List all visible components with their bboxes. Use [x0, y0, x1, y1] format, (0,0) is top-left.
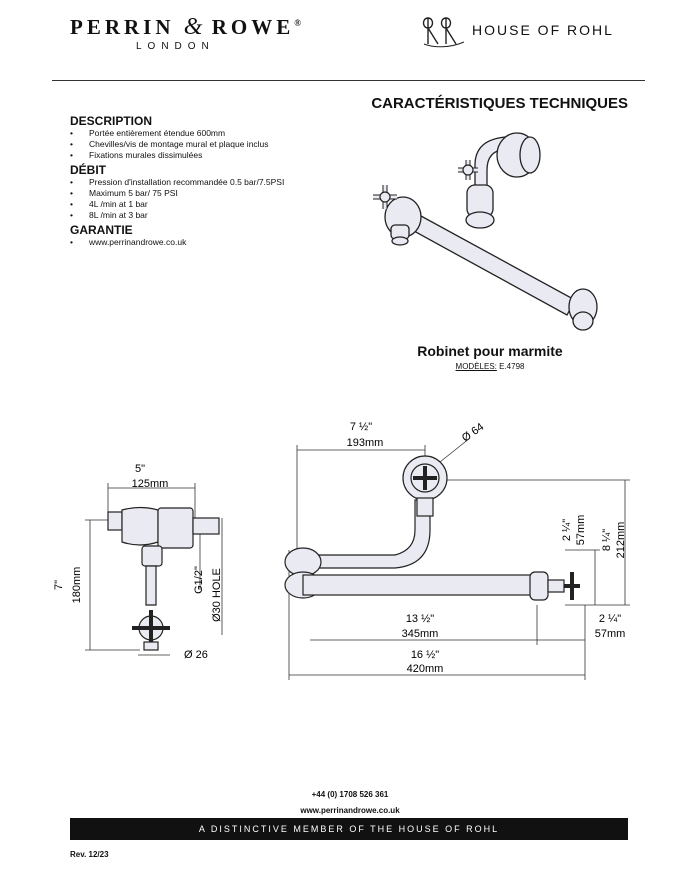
handle-length-in: 2 ¼" [599, 613, 621, 625]
footer-website[interactable]: www.perrinandrowe.co.uk [300, 806, 400, 815]
revision-label: Rev. 12/23 [70, 850, 109, 859]
product-render [373, 132, 598, 331]
front-top-mm: 193mm [347, 437, 384, 449]
warranty-link[interactable]: www.perrinandrowe.co.uk [70, 237, 370, 248]
front-height-in: 8 ¼" [601, 529, 613, 551]
warranty-heading: GARANTIE [70, 223, 133, 237]
list-item: Chevilles/vis de montage mural et plaque… [70, 139, 370, 150]
thread-size: G1/2" [193, 566, 205, 594]
product-name: Robinet pour marmite [417, 343, 563, 359]
list-item: Portée entièrement étendue 600mm [70, 128, 370, 139]
brand-city: LONDON [136, 41, 215, 52]
house-of-rohl-monogram-icon [422, 17, 465, 48]
brand-name: PERRIN [70, 15, 175, 39]
side-width-mm: 125mm [132, 478, 169, 490]
front-top-in: 7 ½" [350, 421, 372, 433]
hole-size: Ø30 HOLE [211, 568, 223, 622]
total-length-mm: 420mm [407, 663, 444, 675]
handle-length-mm: 57mm [595, 628, 626, 640]
specification-list: DESCRIPTION Portée entièrement étendue 6… [70, 114, 370, 250]
registered-mark: ® [294, 18, 301, 28]
list-item: 8L /min at 3 bar [70, 210, 370, 221]
flow-heading: DÉBIT [70, 163, 106, 177]
list-item: Maximum 5 bar/ 75 PSI [70, 188, 370, 199]
footer-tagline: A DISTINCTIVE MEMBER OF THE HOUSE OF ROH… [70, 818, 628, 840]
list-item: Pression d'installation recommandée 0.5 … [70, 177, 370, 188]
total-length-in: 16 ½" [411, 649, 439, 661]
list-item: 4L /min at 1 bar [70, 199, 370, 210]
side-height-mm: 180mm [71, 567, 83, 604]
spout-length-mm: 345mm [402, 628, 439, 640]
brand-logo: PERRIN & ROWE® [70, 14, 301, 41]
header-divider [52, 80, 645, 81]
front-height-mm: 212mm [615, 522, 627, 559]
side-view-drawing: 5" 125mm 7" 180mm G1/2" Ø30 HOLE Ø 26 [53, 463, 223, 661]
side-height-in: 7" [53, 580, 65, 590]
models-label: MODÈLES: [455, 362, 497, 371]
models-value: E.4798 [499, 362, 525, 371]
spout-length-in: 13 ½" [406, 613, 434, 625]
partner-name: HOUSE OF ROHL [472, 22, 614, 38]
description-list: Portée entièrement étendue 600mm Chevill… [70, 128, 370, 161]
brand-name-2: ROWE [211, 15, 295, 39]
side-width-in: 5" [135, 463, 145, 475]
description-heading: DESCRIPTION [70, 114, 153, 128]
brand-ampersand: & [183, 14, 203, 40]
page-title: CARACTÉRISTIQUES TECHNIQUES [371, 95, 628, 112]
front-view-drawing: 7 ½" 193mm Ø 64 2 ¼" 57mm 8 ¼" 212mm 13 … [284, 421, 630, 680]
footer-phone: +44 (0) 1708 526 361 [311, 790, 389, 799]
list-item: Fixations murales dissimulées [70, 150, 370, 161]
base-diameter: Ø 26 [184, 649, 208, 661]
cross-handle-icon [373, 160, 478, 209]
warranty-list: www.perrinandrowe.co.uk [70, 237, 370, 248]
front-mid-in: 2 ¼" [561, 519, 573, 541]
rosette-diameter: Ø 64 [460, 421, 486, 445]
product-models: MODÈLES: E.4798 [390, 362, 590, 371]
flow-list: Pression d'installation recommandée 0.5 … [70, 177, 370, 221]
front-mid-mm: 57mm [575, 515, 587, 546]
